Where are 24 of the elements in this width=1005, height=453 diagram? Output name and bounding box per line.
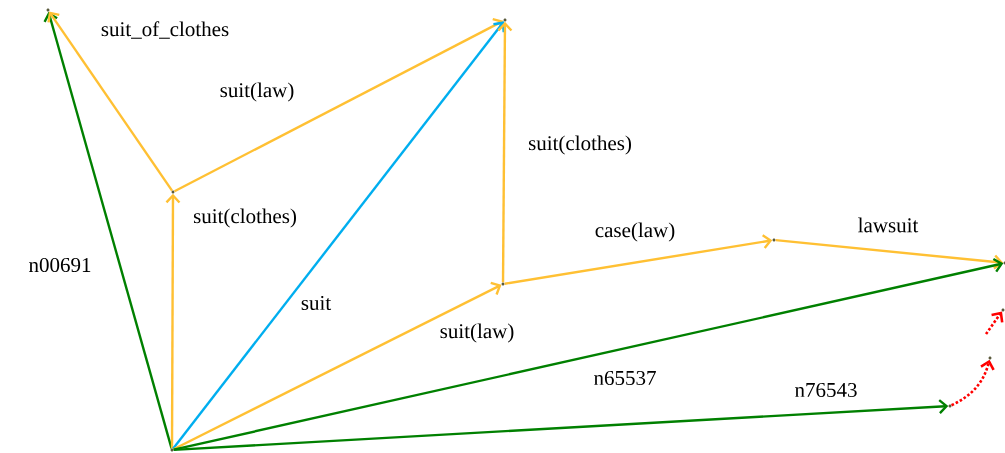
edge-label: case(law) xyxy=(593,221,677,243)
arrow xyxy=(173,17,504,193)
edge-label: n65537 xyxy=(592,369,658,387)
edge-label: suit xyxy=(299,294,333,312)
edge-label: suit_of_clothes xyxy=(99,20,231,40)
arrow xyxy=(172,21,505,450)
edge-label: lawsuit xyxy=(856,216,920,234)
arrow xyxy=(47,11,174,192)
edge-label: n76543 xyxy=(793,381,859,399)
arrow xyxy=(775,238,1004,270)
arrow xyxy=(504,234,773,285)
edge-label: suit(law) xyxy=(218,81,296,103)
arrow xyxy=(950,359,995,407)
arrow xyxy=(165,193,181,449)
arrow xyxy=(173,281,502,451)
arrow xyxy=(173,399,949,452)
arrow xyxy=(984,311,1004,335)
edge-label: suit(law) xyxy=(438,322,516,344)
edge-label: suit(clothes) xyxy=(192,207,298,229)
edge-label: n00691 xyxy=(27,256,93,274)
edge-label: suit(clothes) xyxy=(527,134,633,156)
arrow xyxy=(173,257,1004,451)
arrow xyxy=(497,21,513,283)
arrow xyxy=(43,11,173,449)
